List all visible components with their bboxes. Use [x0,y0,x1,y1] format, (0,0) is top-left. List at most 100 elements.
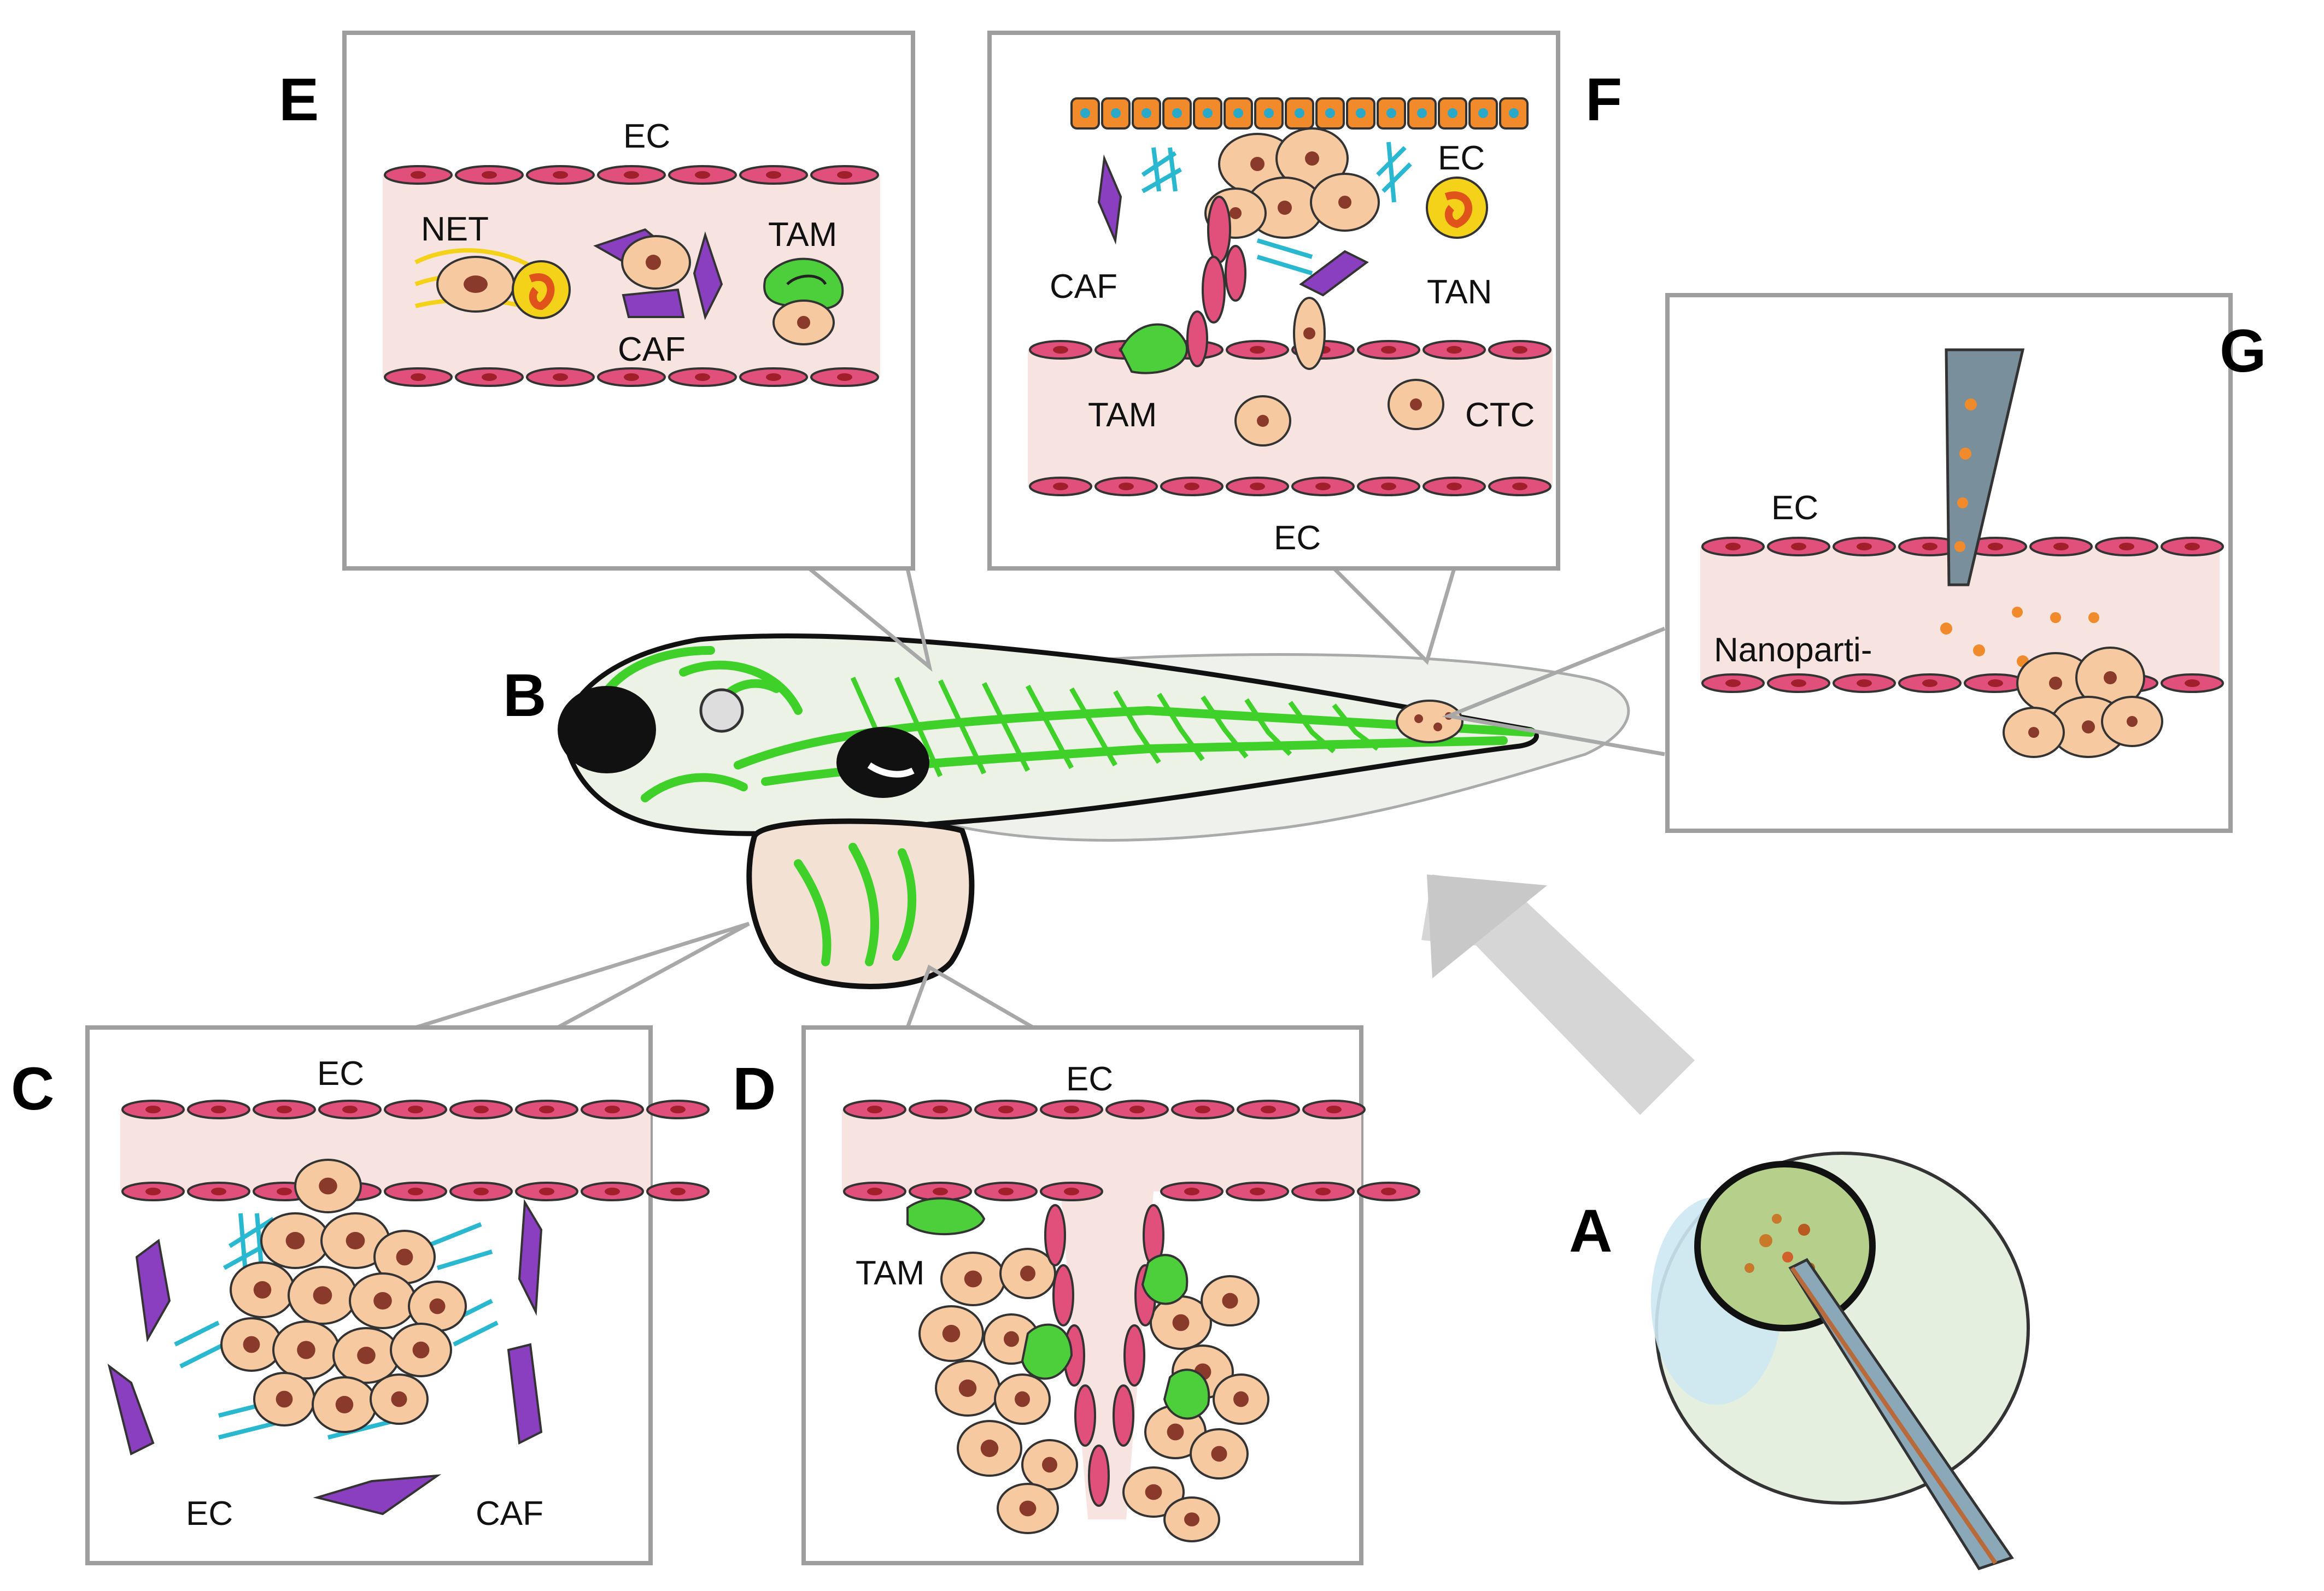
tumor-nucleus [243,1336,260,1353]
endothelial-nucleus [670,1188,686,1195]
endothelial-nucleus [1725,543,1741,550]
tumor-nucleus [391,1391,407,1407]
swim-bladder [836,727,929,798]
tumor-nucleus [1020,1265,1035,1282]
tumor-nucleus [1167,1423,1184,1441]
endothelial-nucleus [1129,1106,1145,1113]
endothelial-nucleus [1250,483,1265,490]
epithelial-nucleus [1448,108,1457,118]
neutrophil [512,260,571,319]
yolk-tumor [746,818,975,989]
panel-c-caf-label: CAF [476,1495,543,1533]
endothelial-nucleus [211,1106,226,1113]
endothelium-top [384,165,879,185]
endothelial-nucleus [1184,483,1199,490]
endothelial-nucleus [1326,1106,1342,1113]
endothelial-nucleus [1857,679,1872,687]
panel-e-letter: E [279,66,319,133]
endothelial-nucleus [473,1106,489,1113]
tail-tumor [1396,700,1464,743]
tumor-nucleus [958,1379,977,1397]
tumor-nuclei [1230,151,1351,219]
endothelial-nucleus [2119,543,2134,550]
tan-neutrophil [1426,177,1488,239]
panel-f-letter: F [1585,66,1622,133]
endothelial-nucleus [539,1188,554,1195]
tumor-nucleus [396,1248,413,1266]
tumor-nucleus [346,1232,365,1249]
panel-e-net-label: NET [421,210,489,248]
endothelial-nucleus [1195,1106,1210,1113]
panel-d-angiogenesis: EC TAM [801,1025,1420,1565]
endothelial-nucleus [605,1188,620,1195]
endothelial-nucleus [867,1106,882,1113]
endothelial-nucleus [1053,483,1068,490]
tumor-nucleus [319,1177,337,1195]
endothelium-top [121,1100,710,1119]
endothelial-nucleus [482,373,497,381]
endothelial-nucleus [1381,483,1396,490]
endothelial-nucleus [695,373,710,381]
caf-cluster [593,228,723,320]
tumor-nucleus [357,1347,376,1364]
panel-g-nanoparticle-injection: EC Nanoparti- [1665,293,2233,833]
nanoparticles-in-needle [1954,398,1977,552]
endothelial-nucleus [837,171,852,179]
tumor-nucleus [1004,1331,1019,1347]
tumor-nucleus [964,1270,982,1288]
endothelial-nucleus [411,171,426,179]
panel-e-ec-label: EC [623,118,670,155]
intravasation-column [1186,196,1246,367]
endothelial-nucleus [998,1106,1014,1113]
panel-f-ctc-label: CTC [1465,396,1535,434]
injection-arrow [1421,874,1695,1115]
epithelial-nucleus [1233,108,1243,118]
panel-c-letter: C [11,1055,54,1123]
panel-g-nanoparticles-label: Nanoparti- [1714,631,1872,669]
epithelium-row [1070,97,1529,130]
endothelial-nucleus [277,1188,292,1195]
tumor-nucleus [276,1390,293,1408]
tumor-nucleus [1019,1500,1037,1517]
tumor-nucleus [285,1232,305,1249]
endothelial-nucleus [553,373,568,381]
endothelial-nucleus [1512,346,1527,354]
endothelial-nucleus [1184,1188,1199,1195]
vessel-lumen [120,1109,651,1191]
endothelial-nucleus [2053,543,2069,550]
panel-f-ec-bottom-label: EC [1274,519,1321,557]
epithelial-nucleus [1478,108,1488,118]
epithelial-nucleus [1080,108,1090,118]
endothelial-nucleus [766,373,781,381]
tumor-nucleus [335,1396,354,1413]
panel-e-vessel: EC NET TAM CAF [342,31,915,571]
tumor-nucleus [1233,1391,1249,1407]
endothelial-nucleus [1791,543,1806,550]
endothelial-nucleus [933,1106,948,1113]
tumor-nucleus [313,1286,332,1305]
tumor-nucleus [429,1298,446,1314]
endothelial-nucleus [482,171,497,179]
endothelial-nucleus [411,373,426,381]
endothelial-nucleus [1988,679,2003,687]
endothelium-top [843,1100,1366,1119]
tumor-nucleus [980,1440,999,1457]
epithelial-nucleus [1172,108,1182,118]
released-nanoparticles [1940,607,2099,667]
panel-f-metastasis: EC CAF TAN TAM CTC EC [987,31,1560,571]
epithelial-nucleus [1111,108,1121,118]
endothelial-nucleus [1053,346,1068,354]
panel-e-caf-label: CAF [618,331,686,368]
panel-f-caf-label: CAF [1050,268,1117,306]
tumor-mass [2003,647,2163,758]
endothelial-nucleus [837,373,852,381]
endothelial-nucleus [605,1106,620,1113]
endothelium-bottom [384,367,879,387]
endothelial-nucleus [695,171,710,179]
endothelial-nucleus [766,171,781,179]
endothelial-nucleus [473,1188,489,1195]
endothelial-nucleus [1381,346,1396,354]
endothelial-nucleus [1261,1106,1276,1113]
vessel-lumen [842,1109,1361,1191]
tumor-nucleus [373,1292,392,1310]
